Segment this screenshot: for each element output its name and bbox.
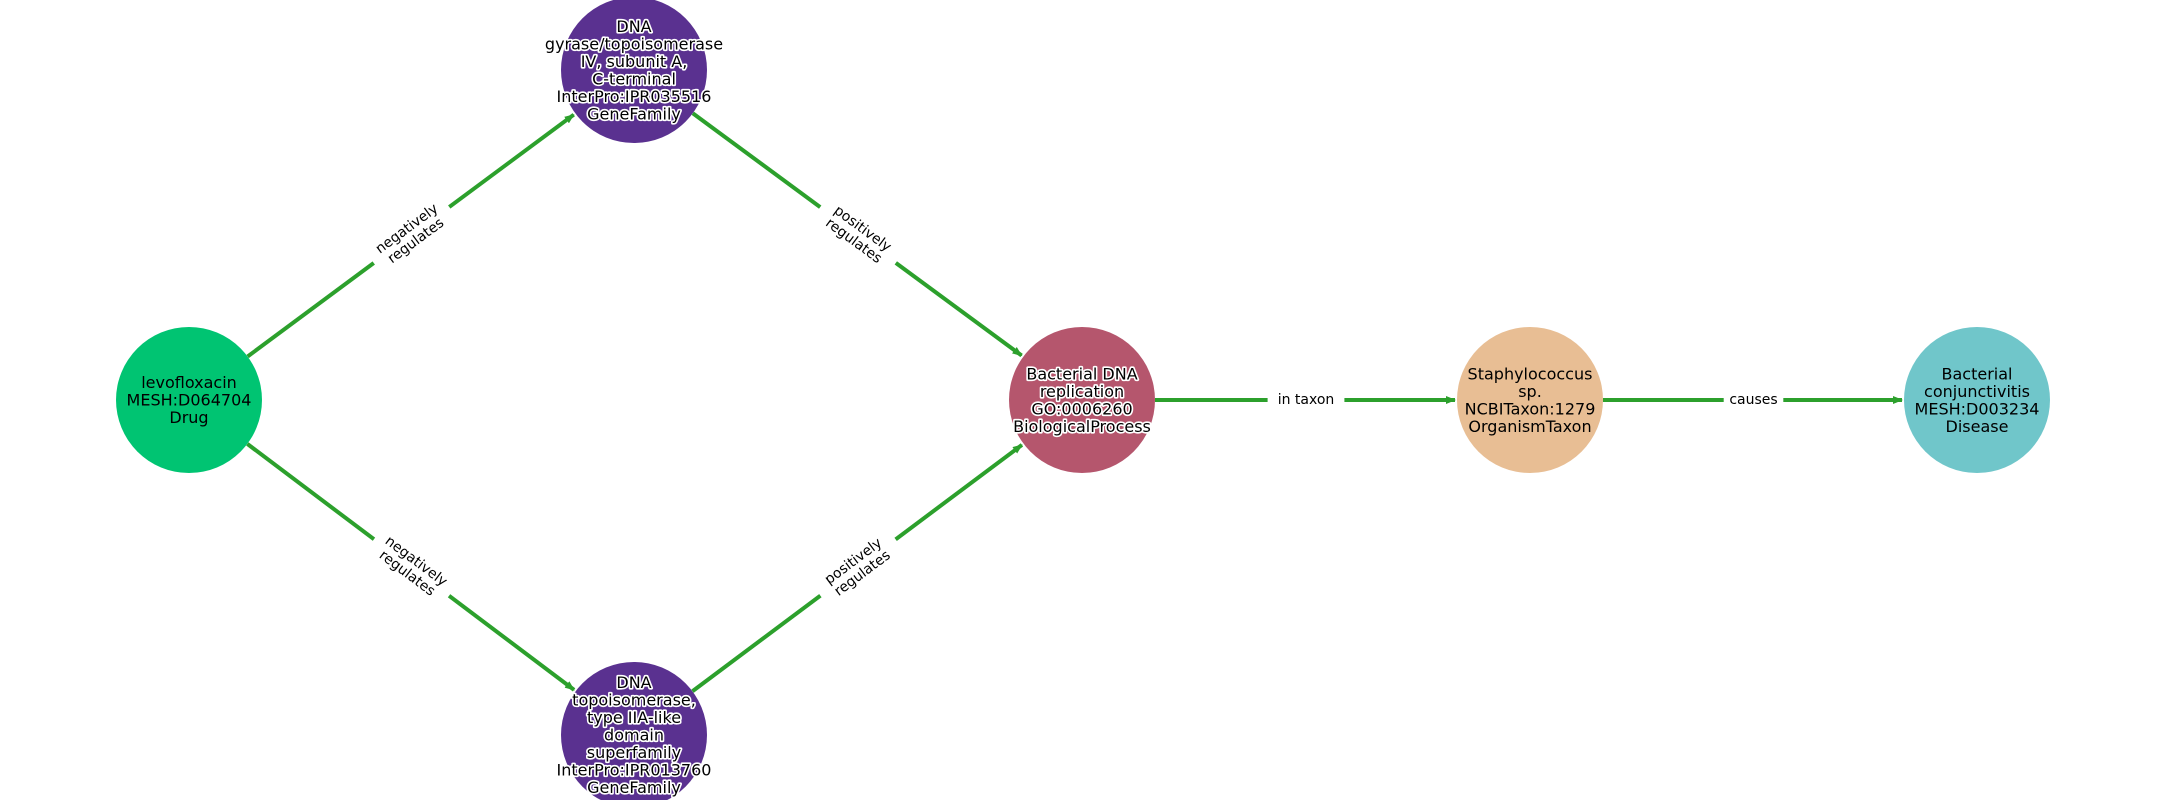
node-label-line: conjunctivitis [1924,382,2030,401]
edge-label-staph-conjunctivitis: causes [1723,390,1784,410]
node-label-line: domain [604,726,664,745]
edge-label-levofloxacin-gyrase: negativelyregulates [363,193,460,277]
node-label-line: superfamily [587,743,681,762]
node-circle[interactable] [561,662,707,800]
edge-label-replication-staph: in taxon [1267,390,1345,410]
edge-label-background [810,193,906,277]
node-label-line: OrganismTaxon [1468,417,1591,436]
edge-label-levofloxacin-topoisomerase: negativelyregulates [363,525,460,610]
node-label-line: levofloxacin [141,373,237,392]
node-label-line: IV, subunit A, [581,52,688,71]
edge-label-gyrase-replication: positivelyregulates [810,193,906,277]
edge-label-background [810,525,906,610]
node-label-line: DNA [616,17,651,36]
edge-label-background [1723,390,1784,410]
node-label-line: GeneFamily [587,778,681,797]
node-circle[interactable] [1457,327,1603,473]
node-label-line: GO:0006260 [1031,399,1132,418]
node-label-line: DNA [616,673,651,692]
edge-label-line: in taxon [1278,392,1335,408]
node-label-line: InterPro:IPR035516 [557,87,712,106]
node-label-line: Staphylococcus [1468,364,1593,383]
node-label-line: Disease [1946,417,2009,436]
node-circle[interactable] [1904,327,2050,473]
edge-label-text: in taxon [1278,392,1335,408]
node-label-line: sp. [1518,382,1542,401]
node-label-line: Drug [169,408,208,427]
node-circle[interactable] [116,327,262,473]
edge-label-text: causes [1729,392,1777,408]
node-label-line: BiologicalProcess [1013,417,1151,436]
node-label-line: MESH:D064704 [127,391,252,410]
edge-label-background [363,525,460,610]
edge-label-line: causes [1729,392,1777,408]
node-label-line: replication [1040,382,1124,401]
edge-label-background [363,193,460,277]
edge-label-background [1267,390,1345,410]
edge-label-topoisomerase-replication: positivelyregulates [810,525,906,610]
node-label-line: type IIA-like [587,708,681,727]
node-label-line: topoisomerase, [572,691,696,710]
node-circle[interactable] [1009,327,1155,473]
node-label-line: C-terminal [592,69,676,88]
node-circle[interactable] [561,0,707,143]
node-label-line: gyrase/topoisomerase [545,34,723,53]
node-label-line: Bacterial [1942,364,2013,383]
node-label-line: InterPro:IPR013760 [557,761,712,780]
node-label-line: NCBITaxon:1279 [1465,399,1596,418]
node-label-line: Bacterial DNA [1026,364,1137,383]
node-label-line: MESH:D003234 [1915,399,2040,418]
node-label-line: GeneFamily [587,104,681,123]
